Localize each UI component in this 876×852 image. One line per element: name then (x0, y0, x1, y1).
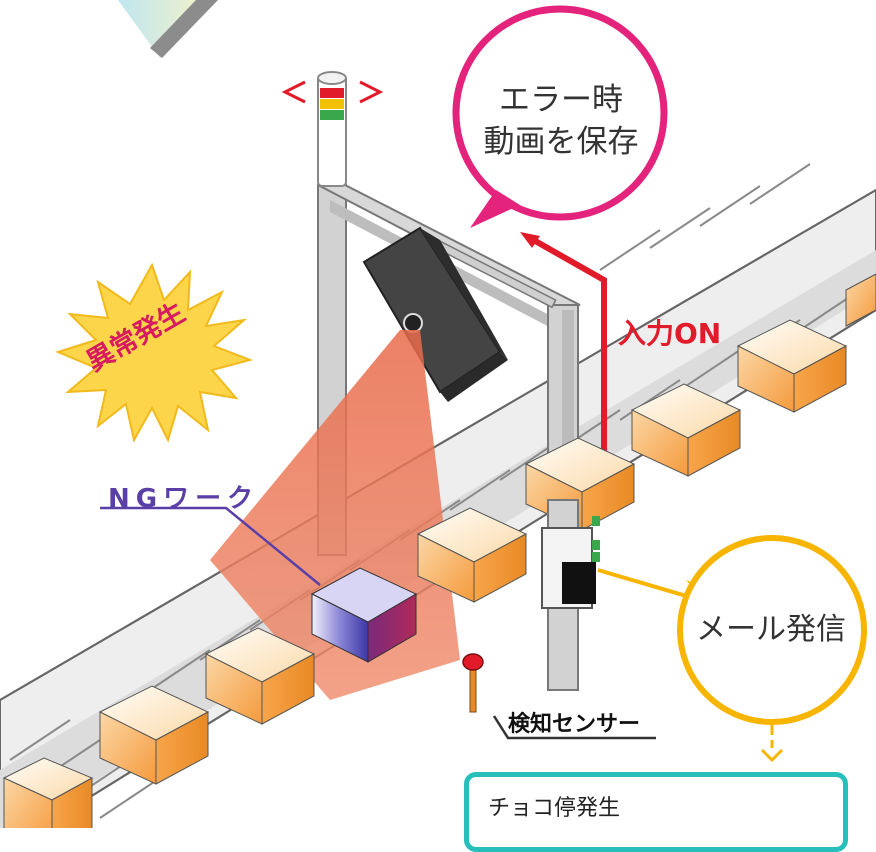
controller-unit (541, 516, 600, 609)
ng-leader-line (100, 506, 321, 586)
scene-diagram (0, 0, 876, 828)
work-box (845, 273, 876, 327)
detection-sensor (462, 653, 484, 713)
work-box (204, 627, 316, 725)
prism-fragment (118, 0, 218, 58)
mail-send-label: メール発信 (696, 612, 846, 647)
work-box (2, 757, 94, 828)
work-box (98, 685, 210, 785)
work-box (416, 507, 528, 603)
down-arrow-icon (760, 722, 784, 763)
save-video-bubble (452, 5, 668, 228)
signal-tower (281, 71, 384, 187)
alarm-rays (281, 80, 384, 104)
mail-bubble (597, 535, 867, 763)
sensor-leader-line (492, 715, 656, 740)
camera-lens-icon (403, 313, 423, 333)
sensor-label: 検知センサー (508, 712, 641, 737)
camera (362, 226, 508, 402)
ng-work-box (310, 567, 418, 663)
anomaly-starburst (55, 262, 254, 443)
work-boxes (2, 273, 876, 828)
work-box (630, 383, 742, 477)
work-box (736, 319, 848, 413)
notice-text: チョコ停発生 (488, 796, 621, 821)
save-video-line2: 動画を保存 (483, 124, 639, 160)
input-signal-line (528, 235, 607, 490)
save-video-line1: エラー時 (499, 82, 623, 118)
input-on-label: 入力ON (618, 317, 722, 350)
ng-work-label: NGワーク (108, 484, 260, 514)
